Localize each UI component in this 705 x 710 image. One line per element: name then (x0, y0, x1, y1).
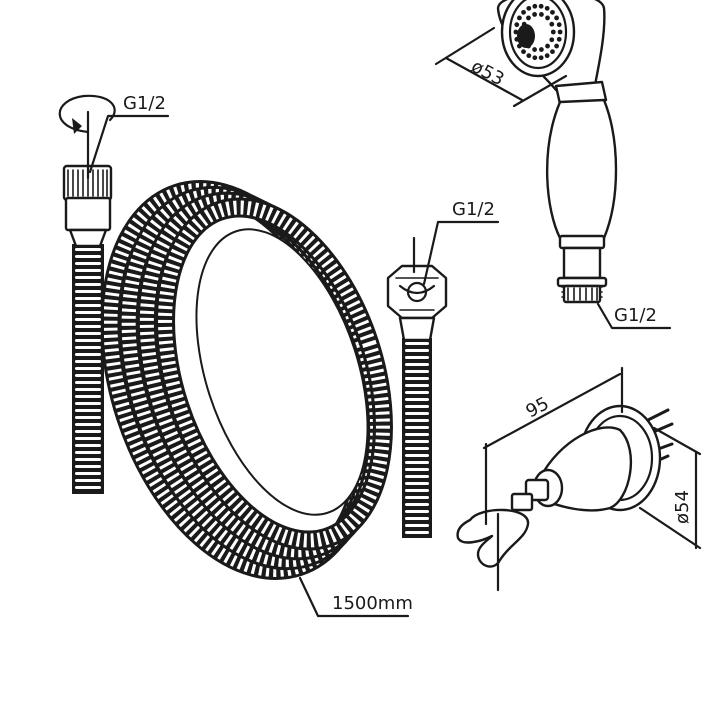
rotation-arrow-icon (58, 94, 116, 180)
hose-coils (100, 180, 393, 580)
hose-nut-thread-callout: G1/2 (412, 199, 500, 286)
hand-shower (496, 0, 618, 304)
wall-holder (456, 404, 674, 568)
holder-diameter-dimension: ø54 (638, 426, 702, 550)
hose-nut-fitting (386, 264, 448, 342)
handset-thread-label: G1/2 (614, 305, 657, 326)
holder-depth-label: 95 (522, 393, 552, 422)
hose-end-thread-label: G1/2 (123, 93, 166, 114)
flexible-hose (72, 180, 432, 580)
hose-right-segment (402, 338, 432, 538)
hose-left-segment (72, 244, 104, 494)
head-diameter-label: ø53 (468, 56, 508, 90)
hose-end-thread-callout: G1/2 (88, 93, 170, 174)
handset-thread-callout: G1/2 (596, 302, 672, 330)
hose-length-label: 1500mm (332, 593, 413, 614)
holder-diameter-label: ø54 (672, 490, 693, 524)
hose-nut-thread-label: G1/2 (452, 199, 495, 220)
hose-length-callout: 1500mm (298, 576, 413, 618)
